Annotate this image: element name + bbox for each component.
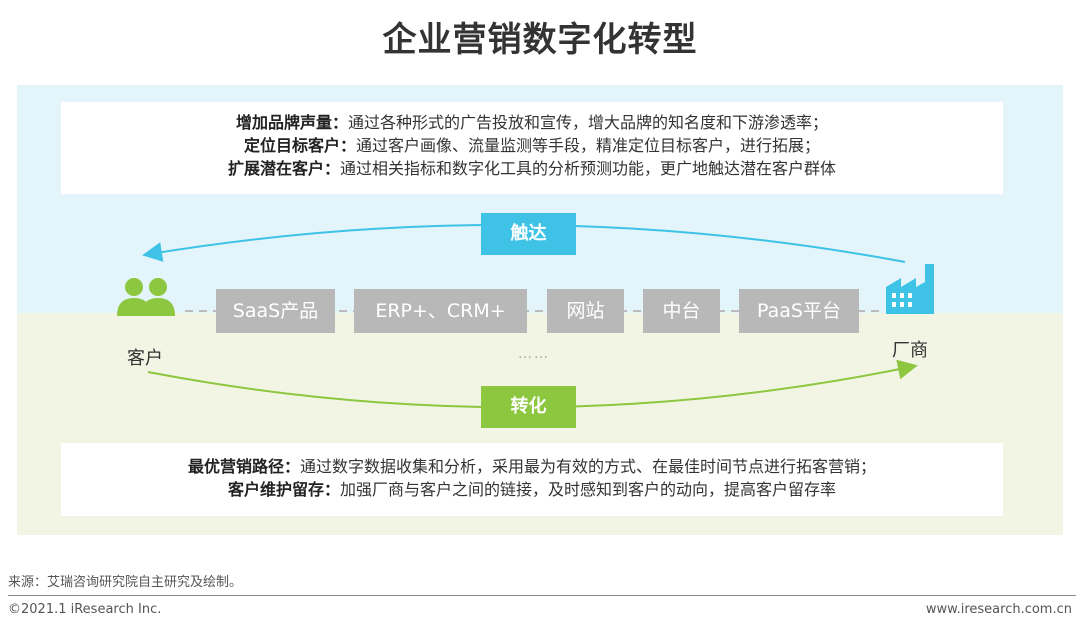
- channel-chip: 网站: [547, 289, 624, 333]
- reach-item-label: 扩展潜在客户：: [227, 159, 340, 178]
- reach-description-box: 增加品牌声量：通过各种形式的广告投放和宣传，增大品牌的知名度和下游渗透率； 定位…: [61, 102, 1003, 194]
- factory-icon: [886, 264, 934, 314]
- channel-chip: PaaS平台: [739, 289, 859, 333]
- conversion-item-label: 最优营销路径：: [187, 457, 300, 476]
- reach-item-text: 通过相关指标和数字化工具的分析预测功能，更广地触达潜在客户群体: [340, 159, 837, 178]
- more-channels-ellipsis: ……: [518, 346, 550, 362]
- customer-label: 客户: [127, 348, 163, 369]
- conversion-item-text: 加强厂商与客户之间的链接，及时感知到客户的动向，提高客户留存率: [340, 480, 837, 499]
- customers-icon: [117, 278, 175, 316]
- conversion-item-label: 客户维护留存：: [227, 480, 340, 499]
- page-title: 企业营销数字化转型: [382, 20, 698, 60]
- reach-item-label: 定位目标客户：: [243, 136, 356, 155]
- footer-divider: [8, 595, 1076, 596]
- reach-item: 增加品牌声量：通过各种形式的广告投放和宣传，增大品牌的知名度和下游渗透率；: [61, 111, 1003, 134]
- reach-tag: 触达: [481, 213, 576, 255]
- channel-chip: 中台: [643, 289, 720, 333]
- conversion-item: 客户维护留存：加强厂商与客户之间的链接，及时感知到客户的动向，提高客户留存率: [61, 478, 1003, 501]
- conversion-item: 最优营销路径：通过数字数据收集和分析，采用最为有效的方式、在最佳时间节点进行拓客…: [61, 455, 1003, 478]
- channel-chip: SaaS产品: [216, 289, 335, 333]
- conversion-tag: 转化: [481, 386, 576, 428]
- reach-item: 扩展潜在客户：通过相关指标和数字化工具的分析预测功能，更广地触达潜在客户群体: [61, 157, 1003, 180]
- reach-item-text: 通过各种形式的广告投放和宣传，增大品牌的知名度和下游渗透率；: [348, 113, 829, 132]
- vendor-label: 厂商: [892, 340, 928, 361]
- conversion-item-text: 通过数字数据收集和分析，采用最为有效的方式、在最佳时间节点进行拓客营销；: [300, 457, 877, 476]
- reach-item-label: 增加品牌声量：: [235, 113, 348, 132]
- source-note: 来源：艾瑞咨询研究院自主研究及绘制。: [8, 575, 243, 590]
- website-url: www.iresearch.com.cn: [925, 602, 1072, 617]
- reach-item: 定位目标客户：通过客户画像、流量监测等手段，精准定位目标客户，进行拓展；: [61, 134, 1003, 157]
- copyright: ©2021.1 iResearch Inc.: [8, 602, 162, 617]
- reach-item-text: 通过客户画像、流量监测等手段，精准定位目标客户，进行拓展；: [356, 136, 821, 155]
- channel-chip: ERP+、CRM+: [354, 289, 527, 333]
- conversion-description-box: 最优营销路径：通过数字数据收集和分析，采用最为有效的方式、在最佳时间节点进行拓客…: [61, 443, 1003, 516]
